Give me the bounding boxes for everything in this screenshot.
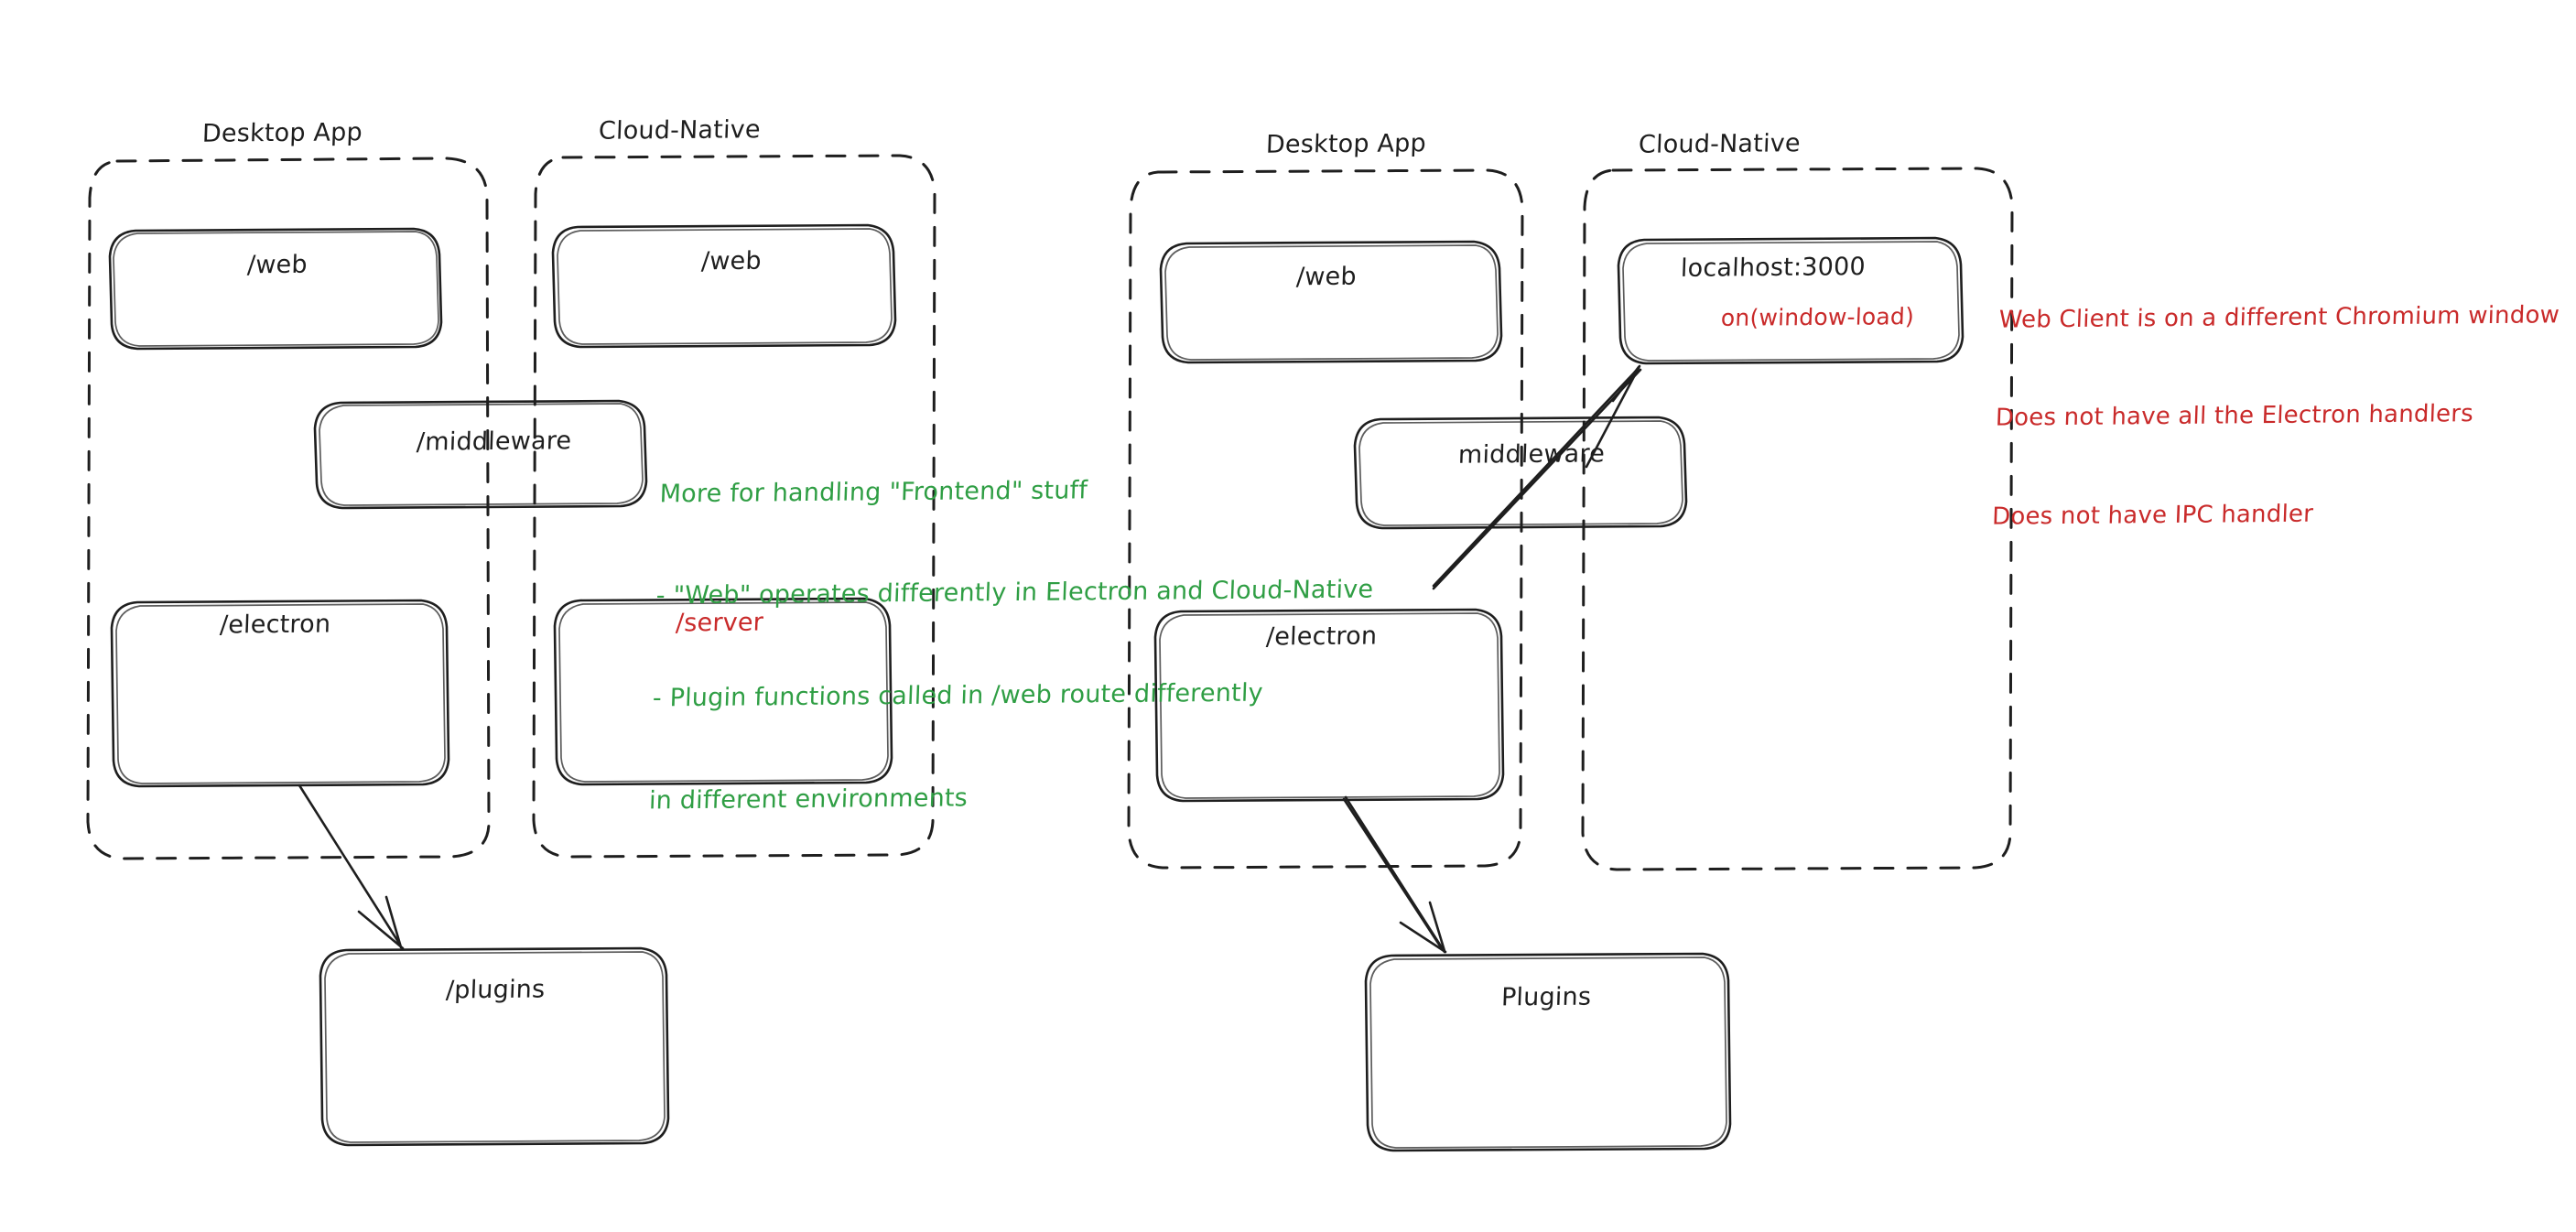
right-middleware-label: middleware bbox=[1457, 439, 1606, 470]
left-server-node[interactable] bbox=[553, 597, 893, 786]
right-localhost-sublabel: on(window-load) bbox=[1720, 303, 1915, 331]
right-cloud-native-title: Cloud-Native bbox=[1638, 129, 1802, 159]
left-electron-label: /electron bbox=[219, 610, 331, 640]
red-note-line-2: Does not have all the Electron handlers bbox=[1995, 400, 2474, 433]
left-electron-to-plugins-arrow bbox=[298, 784, 405, 950]
right-desktop-web-label: /web bbox=[1295, 262, 1358, 292]
left-cloud-native-title: Cloud-Native bbox=[598, 115, 762, 146]
red-note-line-1: Web Client is on a different Chromium wi… bbox=[1998, 301, 2560, 334]
right-localhost-node[interactable] bbox=[1617, 236, 1964, 365]
left-desktop-web-node[interactable] bbox=[108, 227, 443, 351]
right-localhost-label: localhost:3000 bbox=[1680, 253, 1867, 283]
right-cloud-native-group bbox=[1581, 167, 2014, 871]
left-desktop-app-title: Desktop App bbox=[201, 118, 363, 148]
left-desktop-app-group bbox=[86, 157, 491, 860]
left-cloud-native-group bbox=[532, 154, 936, 859]
right-desktop-app-title: Desktop App bbox=[1265, 129, 1427, 159]
right-electron-to-plugins-arrow bbox=[1342, 795, 1447, 954]
right-plugins-node[interactable] bbox=[1364, 952, 1732, 1152]
left-middleware-node[interactable] bbox=[313, 399, 648, 510]
right-middleware-node[interactable] bbox=[1353, 416, 1688, 530]
right-plugins-label: Plugins bbox=[1500, 982, 1592, 1012]
green-note-line-3: - Plugin functions called in /web route … bbox=[652, 678, 1264, 713]
right-desktop-web-node[interactable] bbox=[1159, 240, 1503, 364]
red-note: Web Client is on a different Chromium wi… bbox=[1989, 233, 2562, 600]
left-cloud-web-label: /web bbox=[700, 246, 763, 276]
left-electron-node[interactable] bbox=[110, 599, 450, 788]
green-note-line-2: - "Web" operates differently in Electron… bbox=[655, 575, 1374, 611]
right-desktop-app-group bbox=[1127, 168, 1524, 870]
left-desktop-web-label: /web bbox=[246, 250, 308, 280]
left-plugins-node[interactable] bbox=[319, 946, 670, 1147]
right-electron-to-localhost-arrow bbox=[1432, 364, 1642, 590]
right-electron-label: /electron bbox=[1265, 621, 1378, 652]
green-note-line-4: in different environments bbox=[648, 784, 969, 816]
left-plugins-label: /plugins bbox=[445, 975, 546, 1005]
left-cloud-web-node[interactable] bbox=[551, 223, 897, 349]
red-note-line-3: Does not have IPC handler bbox=[1991, 500, 2314, 531]
green-note-line-1: More for handling "Frontend" stuff bbox=[659, 475, 1088, 508]
left-middleware-label: /middleware bbox=[416, 427, 572, 457]
right-electron-node[interactable] bbox=[1153, 608, 1505, 803]
